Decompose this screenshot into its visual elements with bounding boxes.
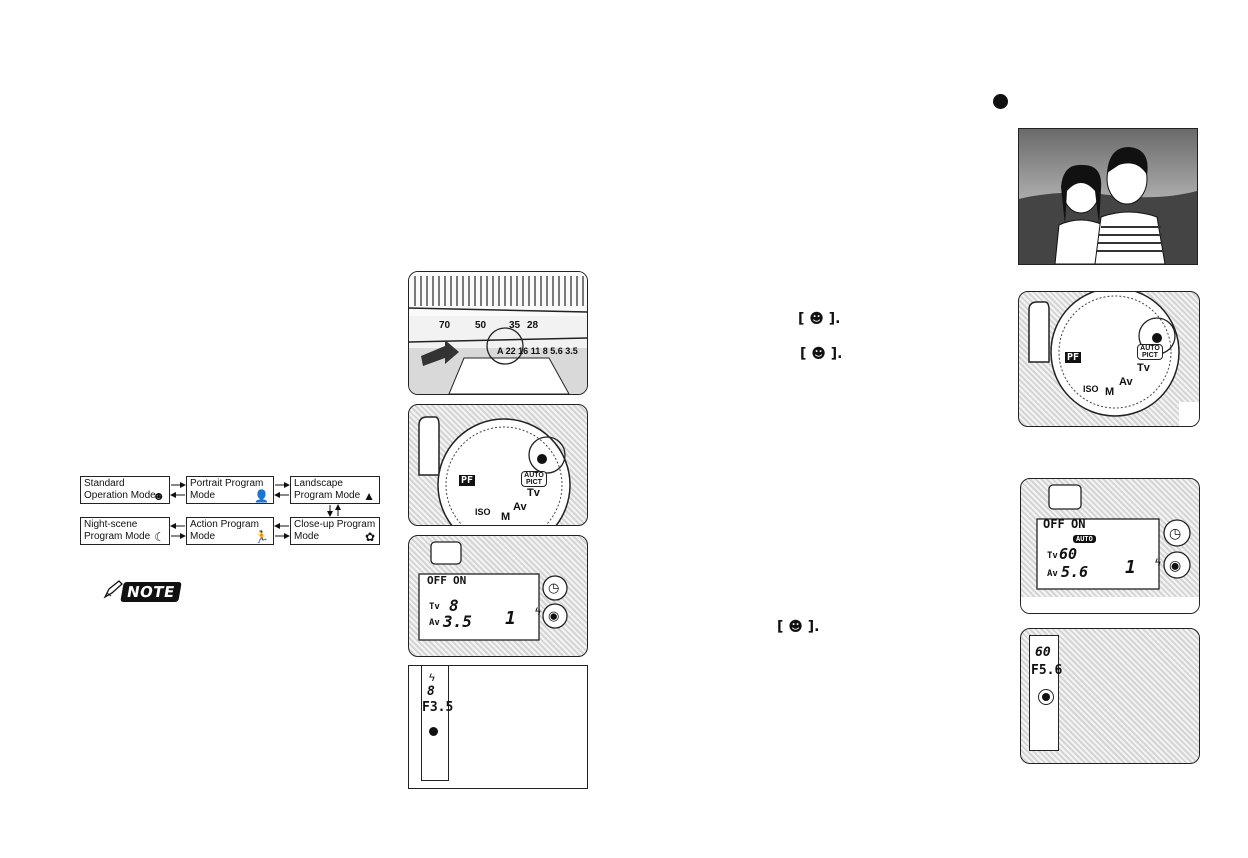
viewfinder-left: ϟ 8 F3.5 — [408, 665, 588, 789]
timer-icon: ◷ — [548, 580, 560, 595]
dial-tv-label: Tv — [527, 487, 540, 499]
lcd-on-label: ON — [453, 574, 467, 587]
mode-reference-3: [ ☻ ]. — [777, 619, 820, 635]
lcd-panel-left: OFF ON Tv 8 Av 3.5 1 ◷ ◉ ϟ — [408, 535, 588, 657]
focal-mark: 28 — [527, 320, 539, 331]
redeye-icon: ◉ — [548, 608, 560, 623]
dial-iso-label: ISO — [475, 507, 491, 517]
closeup-icon: ✿ — [364, 530, 375, 544]
aperture-scale: A 22 16 11 8 5.6 3.5 — [497, 346, 578, 356]
viewfinder-aperture: F5.6 — [1031, 663, 1063, 678]
lcd-on-label: ON — [1071, 517, 1086, 531]
mode-box-label: Standard Operation Mode — [84, 478, 156, 501]
flash-icon: ϟ — [535, 606, 541, 618]
mode-dial-graphic — [418, 416, 571, 525]
viewfinder-strip — [421, 666, 449, 781]
viewfinder-shutter: 8 — [427, 684, 435, 699]
dial-av-label: Av — [1119, 376, 1133, 388]
flash-icon: ϟ — [429, 672, 435, 684]
mode-dial-illustration-left: PF ISO M Av Tv AUTO PICT — [408, 404, 588, 526]
flow-arrows — [170, 482, 341, 539]
portrait-couple-illustration — [1018, 128, 1198, 265]
note-label: NOTE — [120, 582, 182, 602]
flash-icon: ϟ — [1155, 557, 1161, 569]
focal-mark: 35 — [509, 320, 521, 331]
smile-icon — [1038, 689, 1054, 705]
mode-reference-1: [ ☻ ]. — [798, 311, 841, 327]
standard-mode-box: Standard Operation Mode ☻ — [80, 476, 170, 504]
action-icon: 🏃 — [254, 530, 269, 544]
mode-reference-2: [ ☻ ]. — [800, 346, 843, 362]
mode-box-label: Portrait Program Mode — [190, 478, 264, 501]
night-scene-mode-box: Night-scene Program Mode ☾ — [80, 517, 170, 545]
mode-dial-illustration-right: PF ISO M Av Tv AUTO PICT — [1018, 291, 1200, 427]
smile-icon — [993, 93, 1008, 111]
lens-ring-graphic — [409, 272, 587, 394]
mode-flow-diagram: Standard Operation Mode ☻ Portrait Progr… — [80, 476, 380, 548]
smile-icon — [429, 723, 438, 741]
viewfinder-aperture: F3.5 — [422, 700, 454, 715]
dial-auto-pict-label: AUTO PICT — [521, 471, 547, 487]
lcd-frame-count: 1 — [1125, 557, 1136, 578]
mode-box-label: Night-scene Program Mode — [84, 519, 151, 542]
lcd-av-value: 3.5 — [443, 612, 472, 631]
closeup-mode-box: Close-up Program Mode ✿ — [290, 517, 380, 545]
night-scene-icon: ☾ — [154, 530, 165, 544]
dial-m-label: M — [1105, 386, 1115, 398]
portrait-mode-box: Portrait Program Mode 👤 — [186, 476, 274, 504]
mode-box-label: Close-up Program Mode — [294, 519, 376, 542]
lens-aperture-illustration: 70 50 35 28 A 22 16 11 8 5.6 3.5 — [408, 271, 588, 395]
lcd-panel-right: OFF ON AUTO Tv 60 Av 5.6 1 ◷ ◉ ϟ — [1020, 478, 1200, 614]
lcd-frame-count: 1 — [505, 608, 516, 629]
dial-av-label: Av — [513, 501, 527, 513]
lcd-auto-badge: AUTO — [1073, 535, 1096, 543]
lcd-av-label: Av — [429, 618, 440, 628]
focal-mark: 50 — [475, 320, 487, 331]
dial-pf-label: PF — [459, 475, 476, 486]
lcd-tv-value: 8 — [449, 596, 459, 615]
landscape-mode-box: Landscape Program Mode ▲ — [290, 476, 380, 504]
action-mode-box: Action Program Mode 🏃 — [186, 517, 274, 545]
mode-box-label: Landscape Program Mode — [294, 478, 361, 501]
timer-icon: ◷ — [1169, 525, 1182, 541]
portrait-icon: 👤 — [254, 489, 269, 503]
redeye-icon: ◉ — [1169, 557, 1182, 573]
mode-dial-graphic — [1028, 292, 1199, 426]
couple-graphic — [1019, 129, 1197, 264]
lcd-off-label: OFF — [427, 574, 447, 587]
focal-mark: 70 — [439, 320, 451, 331]
lcd-tv-value: 60 — [1059, 545, 1078, 563]
dial-pf-label: PF — [1065, 352, 1082, 363]
viewfinder-right: 60 F5.6 — [1020, 628, 1200, 764]
lcd-tv-label: Tv — [1047, 551, 1058, 561]
dial-iso-label: ISO — [1083, 384, 1099, 394]
dial-m-label: M — [501, 511, 511, 523]
lcd-av-label: Av — [1047, 569, 1058, 579]
note-pencil-icon — [103, 579, 123, 599]
lcd-av-value: 5.6 — [1061, 563, 1089, 581]
dial-auto-pict-label: AUTO PICT — [1137, 344, 1163, 360]
mode-box-label: Action Program Mode — [190, 519, 259, 542]
lcd-tv-label: Tv — [429, 602, 440, 612]
viewfinder-shutter: 60 — [1035, 645, 1051, 660]
lcd-body-graphic — [1021, 484, 1199, 613]
landscape-icon: ▲ — [363, 489, 375, 503]
smile-icon: ☻ — [152, 489, 165, 503]
lcd-body-graphic — [418, 541, 568, 641]
lcd-off-label: OFF — [1043, 517, 1065, 531]
dial-tv-label: Tv — [1137, 362, 1150, 374]
